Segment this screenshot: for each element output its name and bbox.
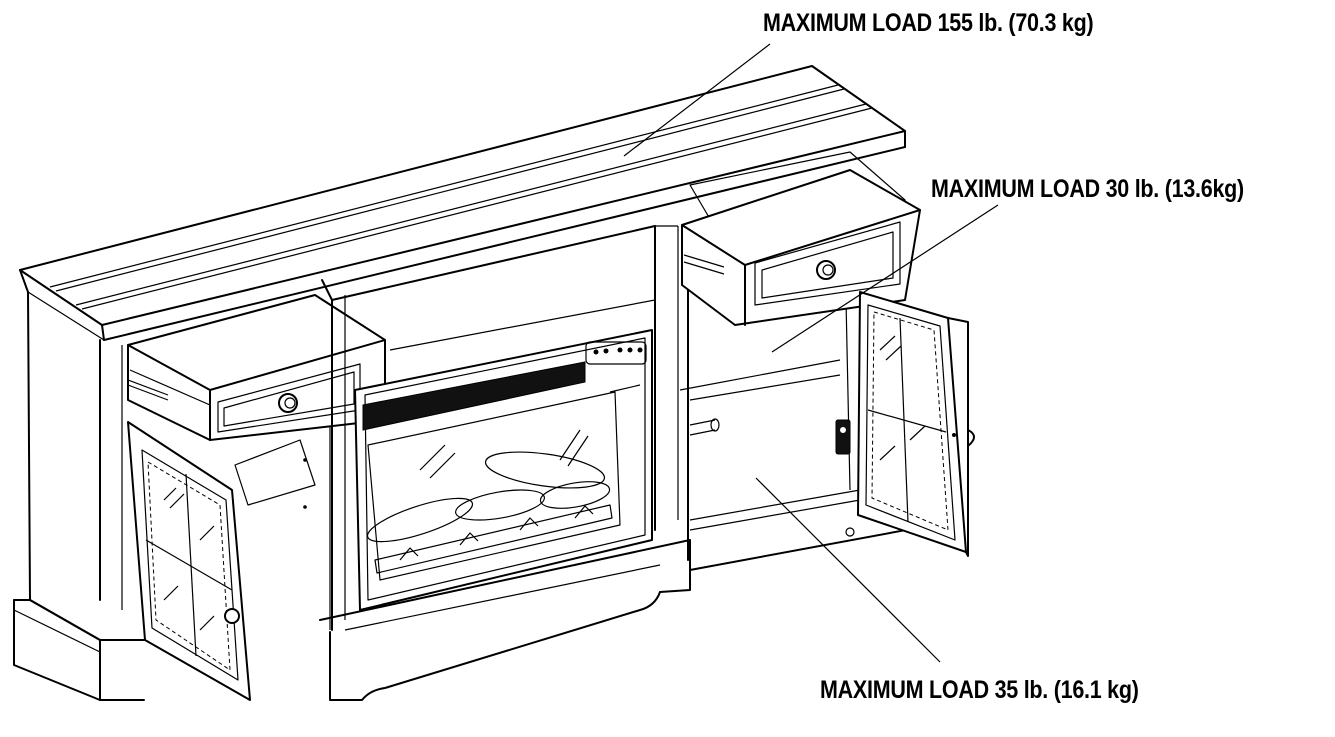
leader-line-cabinet [755, 477, 941, 663]
callout-top-load: MAXIMUM LOAD 155 lb. (70.3 kg) [763, 9, 1094, 37]
left-drawer [127, 294, 386, 441]
leader-line-drawer [771, 204, 999, 353]
top-surface [19, 65, 906, 341]
right-door [857, 291, 975, 557]
center-section [319, 225, 691, 701]
callout-drawer-load: MAXIMUM LOAD 30 lb. (13.6kg) [931, 175, 1244, 203]
fireplace-insert [354, 329, 653, 611]
right-drawer [681, 169, 921, 326]
left-cabinet [13, 291, 331, 701]
left-door [127, 421, 251, 701]
leader-line-top [623, 43, 771, 157]
callout-cabinet-load: MAXIMUM LOAD 35 lb. (16.1 kg) [820, 676, 1139, 704]
